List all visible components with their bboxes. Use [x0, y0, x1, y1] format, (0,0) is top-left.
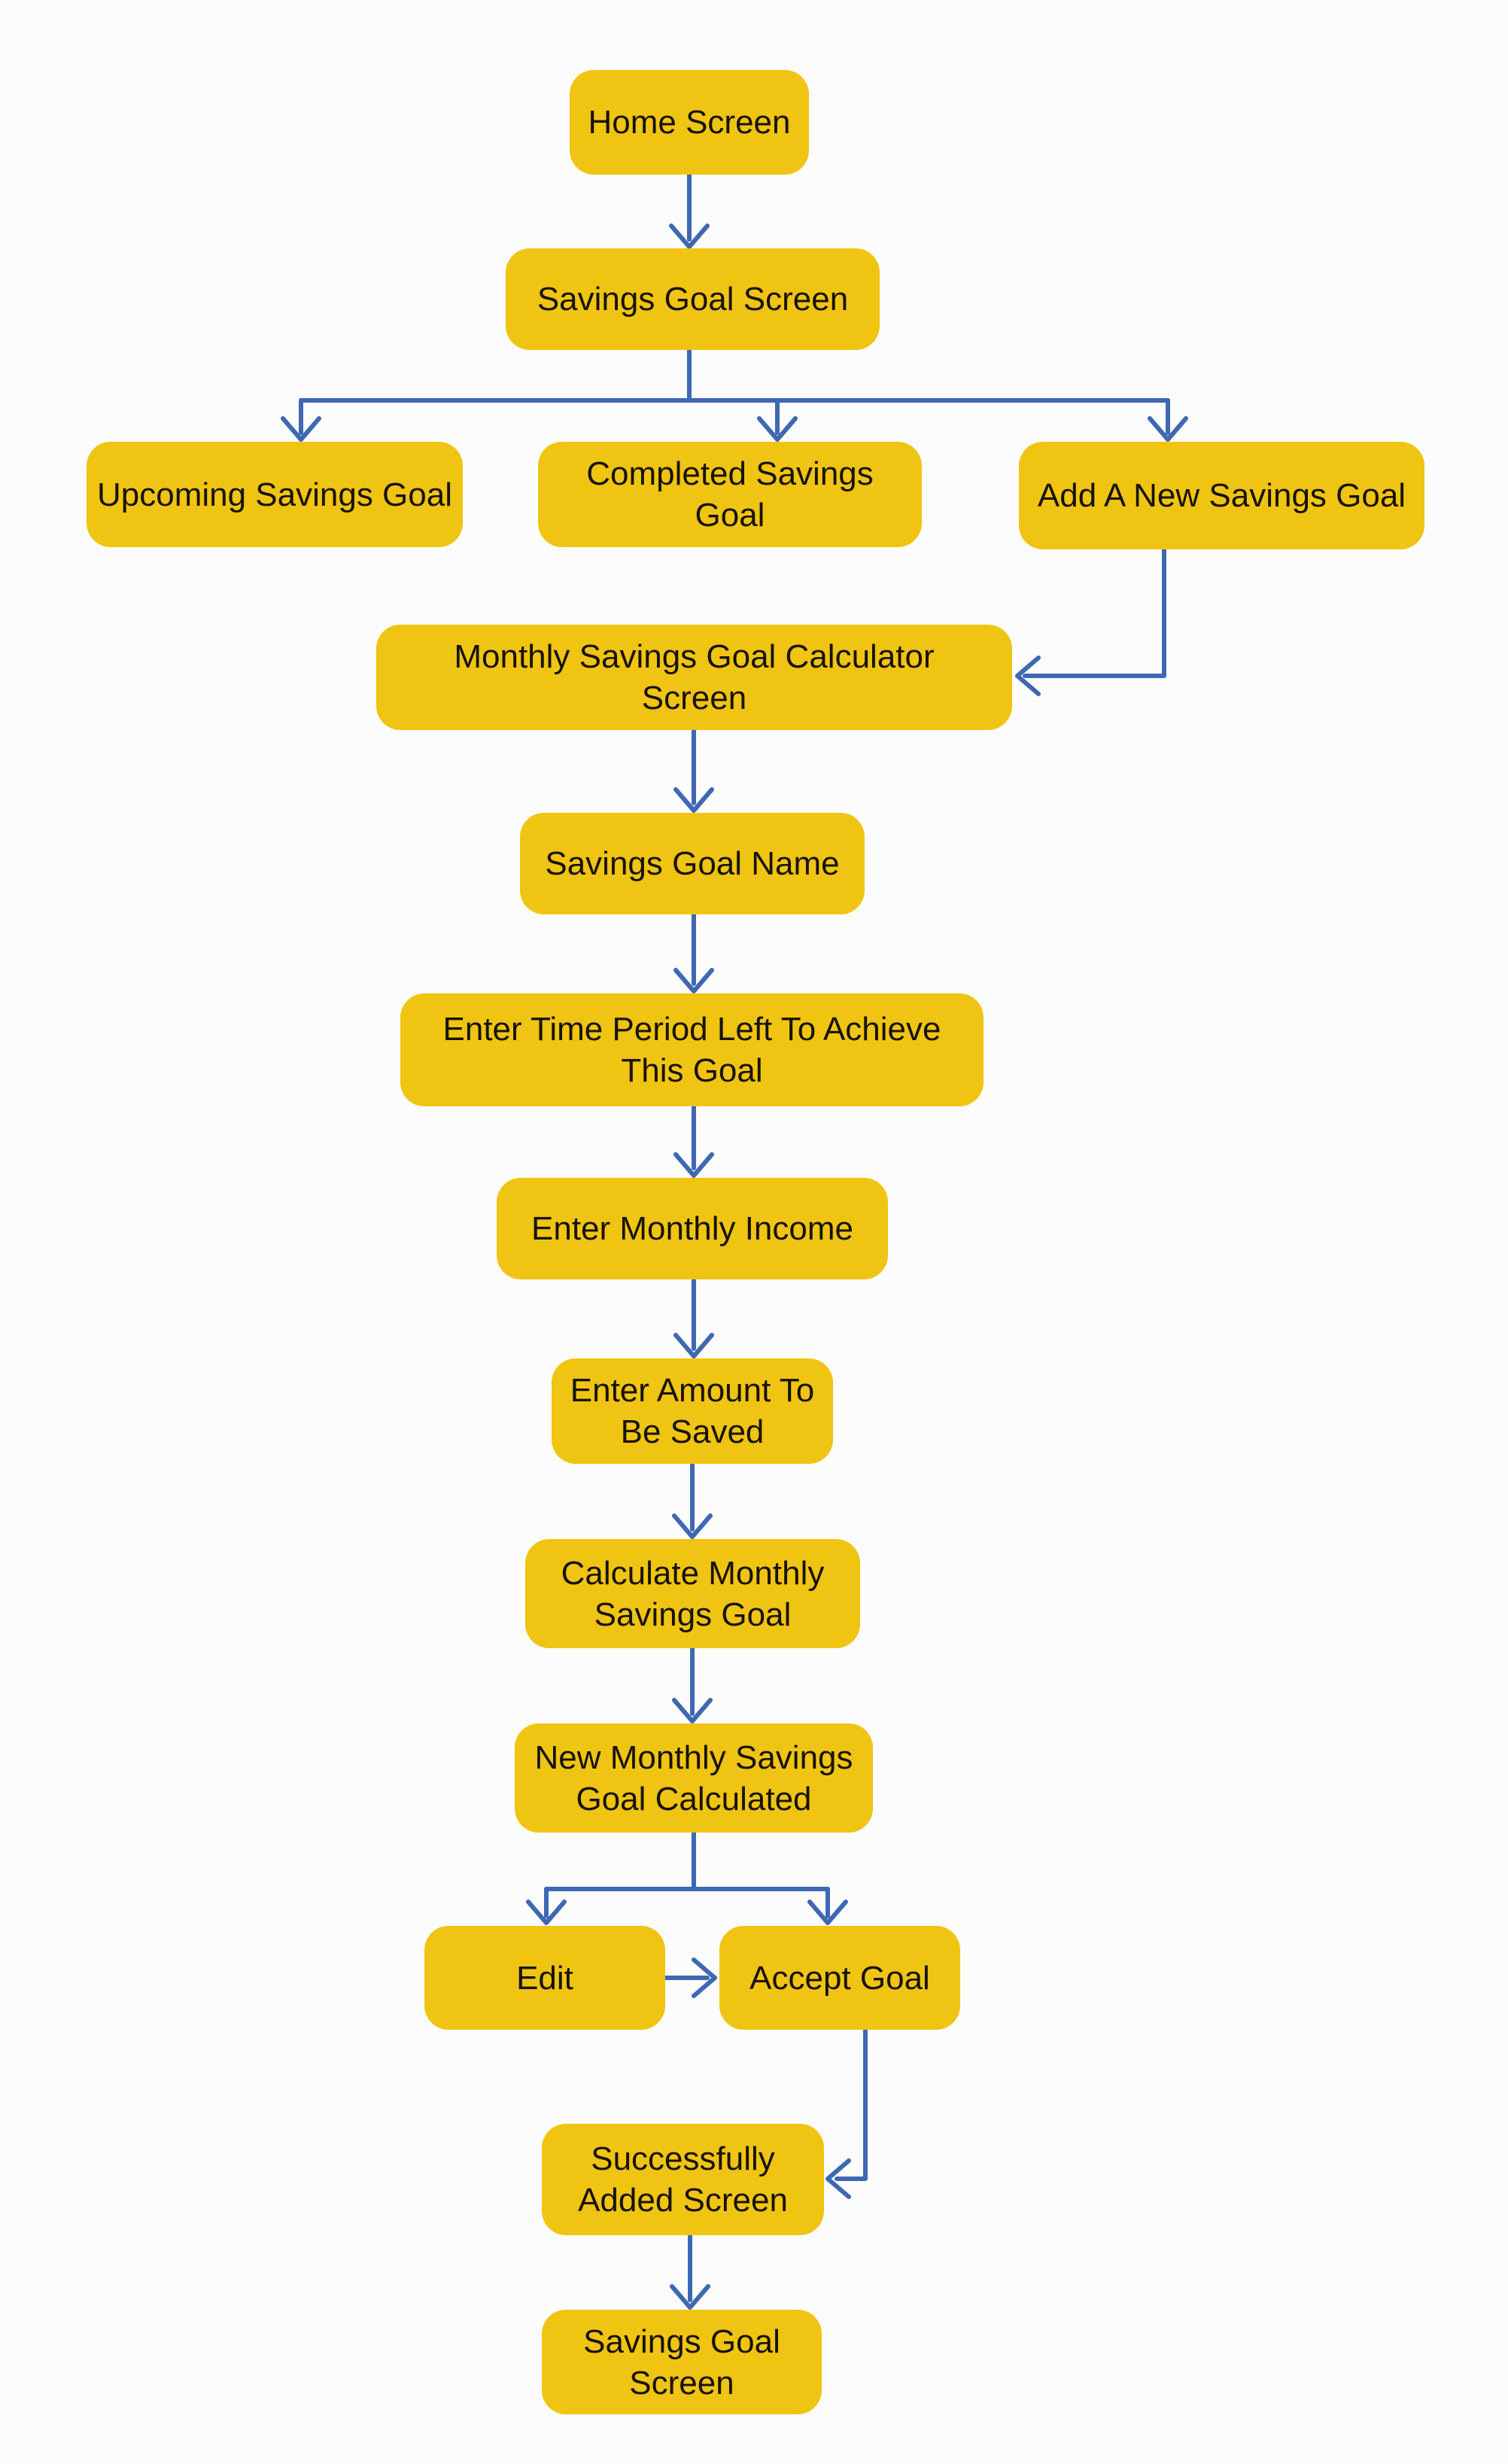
edge-calculate-to-calculated [672, 1646, 713, 1723]
edge-calculated-branch [526, 1830, 848, 1925]
node-label: Savings Goal Screen [583, 2323, 780, 2402]
edge-add-new-to-calculator [1015, 547, 1166, 696]
node-savings-goal-screen-final: Savings Goal Screen [542, 2310, 822, 2414]
node-savings-goal-screen: Savings Goal Screen [506, 248, 880, 350]
edge-savings-goal-screen-branch [281, 348, 1188, 442]
node-label: Accept Goal [749, 1959, 930, 1997]
node-label: Completed Savings Goal [586, 455, 874, 534]
node-label: Home Screen [588, 104, 791, 141]
node-label: New Monthly Savings Goal Calculated [534, 1738, 853, 1818]
node-add-a-new-savings-goal: Add A New Savings Goal [1019, 442, 1424, 549]
node-label: Successfully Added Screen [578, 2140, 788, 2219]
node-label: Enter Monthly Income [531, 1210, 853, 1247]
edge-home-to-savings-goal-screen [669, 172, 710, 249]
node-label: Enter Time Period Left To Achieve This G… [442, 1011, 941, 1089]
edge-edit-to-accept [663, 1958, 717, 1998]
node-label: Savings Goal Name [545, 845, 840, 882]
node-successfully-added-screen: Successfully Added Screen [542, 2124, 824, 2235]
node-label: Savings Goal Screen [537, 281, 849, 318]
node-edit: Edit [424, 1926, 665, 2030]
node-calculate-monthly-savings-goal: Calculate Monthly Savings Goal [525, 1539, 860, 1648]
node-label: Monthly Savings Goal Calculator Screen [454, 638, 935, 716]
node-label: Enter Amount To Be Saved [570, 1372, 815, 1450]
node-upcoming-savings-goal: Upcoming Savings Goal [87, 442, 463, 547]
node-enter-amount-to-be-saved: Enter Amount To Be Saved [552, 1358, 833, 1464]
edge-successfully-added-to-final [670, 2233, 710, 2310]
edge-goal-name-to-time-period [673, 912, 714, 993]
node-home-screen: Home Screen [570, 70, 809, 175]
edge-amount-to-calculate [672, 1462, 713, 1539]
node-enter-time-period: Enter Time Period Left To Achieve This G… [400, 993, 984, 1106]
edge-accept-to-successfully-added [825, 2027, 868, 2199]
node-enter-monthly-income: Enter Monthly Income [497, 1178, 888, 1279]
node-label: Calculate Monthly Savings Goal [561, 1554, 825, 1633]
edge-time-period-to-income [673, 1104, 714, 1178]
node-label: Upcoming Savings Goal [96, 476, 452, 513]
edge-calculator-to-goal-name [673, 728, 714, 813]
node-label: Edit [516, 1959, 573, 1997]
node-monthly-savings-goal-calculator-screen: Monthly Savings Goal Calculator Screen [376, 625, 1012, 730]
node-completed-savings-goal: Completed Savings Goal [538, 442, 922, 547]
node-new-monthly-savings-goal-calculated: New Monthly Savings Goal Calculated [515, 1723, 873, 1833]
node-label: Add A New Savings Goal [1037, 477, 1406, 514]
node-accept-goal: Accept Goal [719, 1926, 960, 2030]
node-savings-goal-name: Savings Goal Name [520, 813, 865, 914]
edge-income-to-amount [673, 1277, 714, 1358]
